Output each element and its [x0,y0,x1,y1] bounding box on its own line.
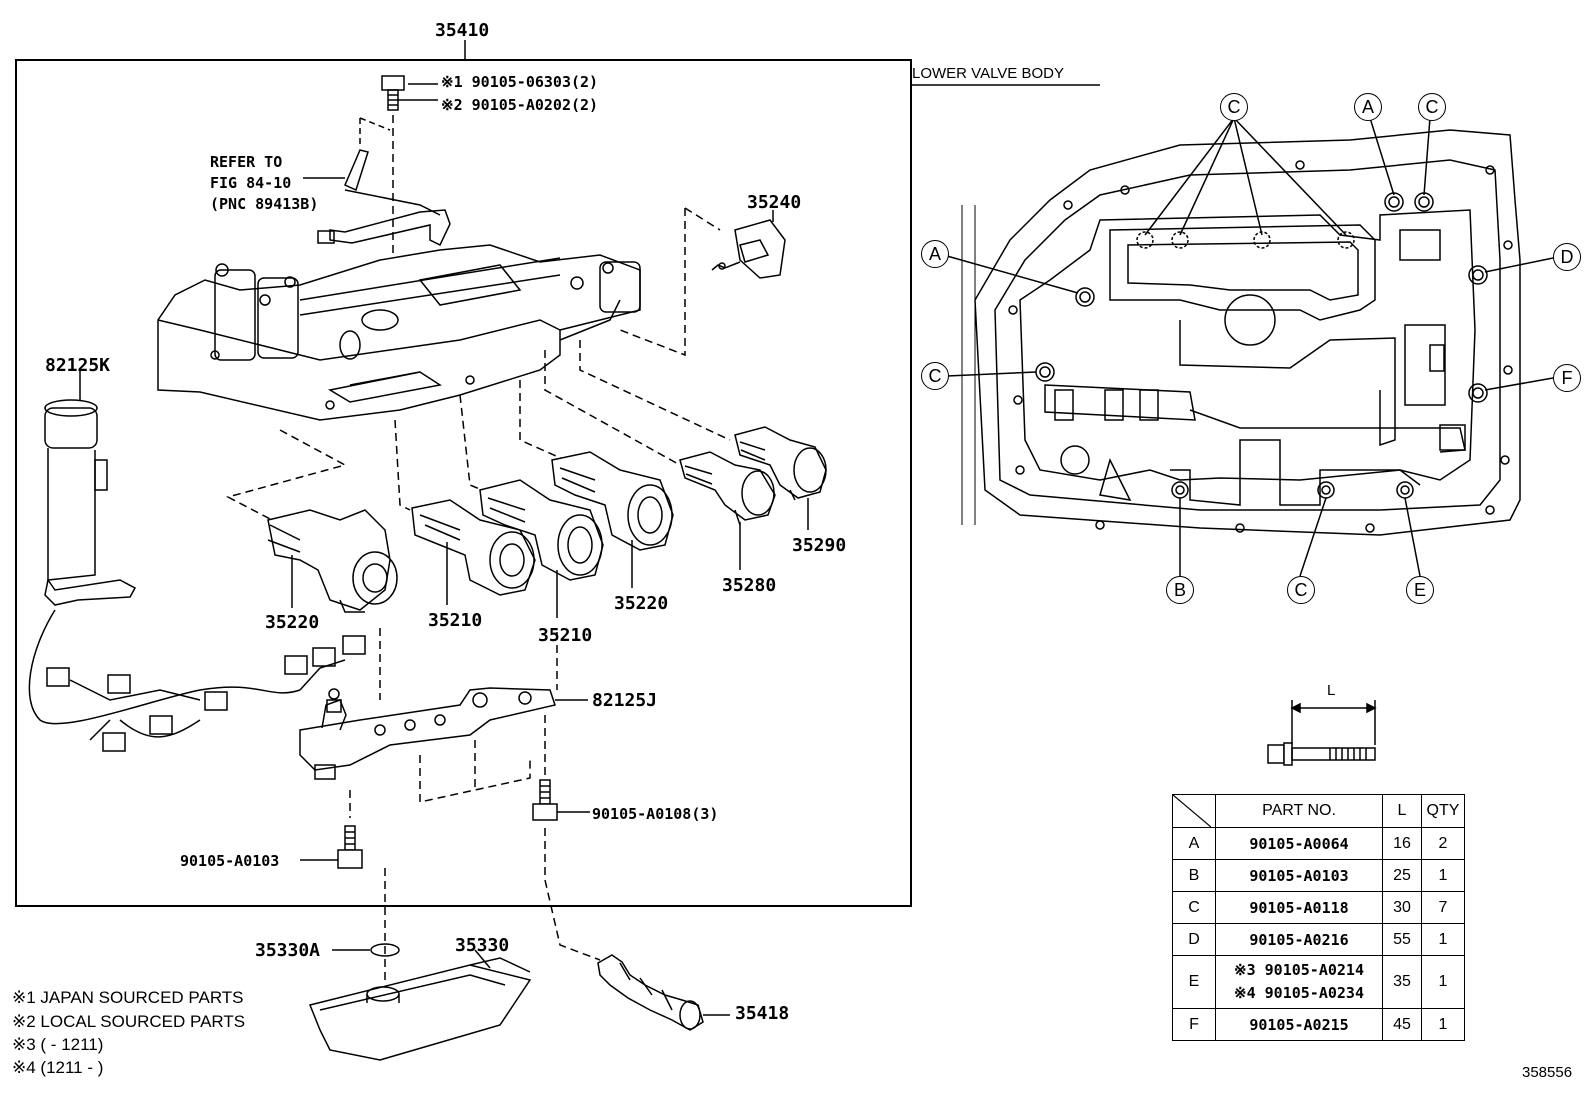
table-row: C 90105-A0118 30 7 [1172,891,1465,924]
row-part-no: 90105-A0216 [1215,923,1383,956]
row-qty: 1 [1421,1008,1465,1041]
header-part-no: PART NO. [1215,794,1383,828]
row-id: A [1172,827,1216,860]
row-part-no-multi: ※3 90105-A0214 ※4 90105-A0234 [1215,955,1383,1009]
row-qty: 1 [1421,859,1465,892]
parts-table: PART NO. L QTY A 90105-A0064 16 2 B 9010… [1172,794,1465,1041]
callout-c-top-right: C [1418,93,1446,121]
part-label-82125J: 82125J [592,690,658,711]
row-id: D [1172,923,1216,956]
header-qty: QTY [1421,794,1465,828]
row-qty: 2 [1421,827,1465,860]
row-id: F [1172,1008,1216,1041]
header-l: L [1382,794,1422,828]
callout-c-left: C [921,362,949,390]
footnote-4: ※4 (1211 - ) [12,1058,104,1077]
callout-a-left: A [921,240,949,268]
sensor-35240-icon [711,219,786,279]
bracket-82125J-icon [299,687,556,780]
row-l: 16 [1382,827,1422,860]
table-row: B 90105-A0103 25 1 [1172,859,1465,892]
solenoid-35210-b-icon [479,479,604,581]
row-part-no: 90105-A0215 [1215,1008,1383,1041]
row-qty: 1 [1421,923,1465,956]
refer-line-3: (PNC 89413B) [210,195,319,213]
table-row: F 90105-A0215 45 1 [1172,1008,1465,1041]
callout-e: E [1406,576,1434,604]
bolt-note-1: ※1 90105-06303(2) [441,73,599,91]
solenoid-35290-icon [734,426,827,501]
table-row: D 90105-A0216 55 1 [1172,923,1465,956]
callout-b: B [1166,576,1194,604]
row-part-no: 90105-A0118 [1215,891,1383,924]
row-qty: 1 [1421,955,1465,1009]
part-label-35210-a: 35210 [428,610,483,631]
dimension-label: L [1327,682,1336,699]
table-row: A 90105-A0064 16 2 [1172,827,1465,860]
row-id: B [1172,859,1216,892]
table-row: E ※3 90105-A0214 ※4 90105-A0234 35 1 [1172,955,1465,1009]
harness-82125K-icon [28,399,366,752]
row-part-no: 90105-A0103 [1215,859,1383,892]
o-ring-icon [370,943,400,957]
row-l: 55 [1382,923,1422,956]
sleeve-35418-icon [597,954,704,1031]
valve-body-icon [157,244,641,421]
solenoid-35220-right-icon [551,451,674,551]
table-corner [1172,794,1216,828]
diagram-id: 358556 [1522,1064,1573,1081]
row-l: 30 [1382,891,1422,924]
assembly-number: 35410 [435,20,490,41]
part-label-35418: 35418 [735,1003,790,1024]
row-id: C [1172,891,1216,924]
row-part-no: 90105-A0064 [1215,827,1383,860]
assembly-frame [15,59,912,907]
refer-line-2: FIG 84-10 [210,174,292,192]
solenoid-35280-icon [679,451,776,526]
row-qty: 7 [1421,891,1465,924]
callout-d: D [1553,243,1581,271]
solenoid-35220-left-icon [267,509,398,613]
footnote-3: ※3 ( - 1211) [12,1035,104,1054]
part-label-35210-b: 35210 [538,625,593,646]
part-label-35220-right: 35220 [614,593,669,614]
callout-f: F [1553,364,1581,392]
refer-line-1: REFER TO [210,153,283,171]
row-id: E [1172,955,1216,1009]
bracket-wire-icon [329,209,451,247]
solenoid-35210-a-icon [411,499,536,596]
callout-c-bottom: C [1287,576,1315,604]
row-l: 35 [1382,955,1422,1009]
footnote-2: ※2 LOCAL SOURCED PARTS [12,1012,246,1031]
bolt-A0103-icon [337,825,363,869]
part-label-35330A: 35330A [255,940,321,961]
part-label-35280: 35280 [722,575,777,596]
part-label-90105-A0103: 90105-A0103 [180,852,280,870]
lower-valve-body-icon [961,129,1521,536]
lower-valve-body-title: LOWER VALVE BODY [912,65,1064,82]
part-label-90105-A0108: 90105-A0108(3) [592,805,719,823]
row-l: 45 [1382,1008,1422,1041]
table-header-row: PART NO. L QTY [1172,794,1465,828]
dimension-bolt-icon [1267,700,1377,766]
part-label-82125K: 82125K [45,355,111,376]
row-part-no-2: ※4 90105-A0234 [1234,984,1364,1002]
callout-a-top: A [1354,93,1382,121]
strainer-35330-icon [308,957,532,1061]
part-label-35330: 35330 [455,935,510,956]
bolt-note-2: ※2 90105-A0202(2) [441,96,599,114]
row-l: 25 [1382,859,1422,892]
part-label-35240: 35240 [747,192,802,213]
footnote-1: ※1 JAPAN SOURCED PARTS [12,988,244,1007]
part-label-35290: 35290 [792,535,847,556]
row-part-no-1: ※3 90105-A0214 [1234,961,1364,979]
callout-c-top: C [1220,93,1248,121]
part-label-35220-left: 35220 [265,612,320,633]
